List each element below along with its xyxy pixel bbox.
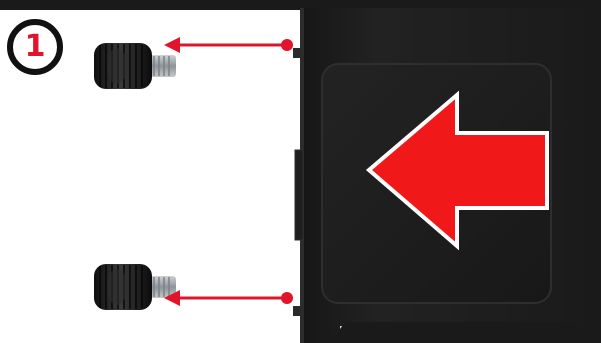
arrow-left-icon <box>164 37 293 53</box>
step-badge: 1 <box>7 19 63 75</box>
arrow-left-icon <box>164 290 293 306</box>
thumbscrew-icon <box>94 43 176 89</box>
step-number: 1 <box>25 32 46 62</box>
thumbscrew-icon <box>94 264 176 310</box>
